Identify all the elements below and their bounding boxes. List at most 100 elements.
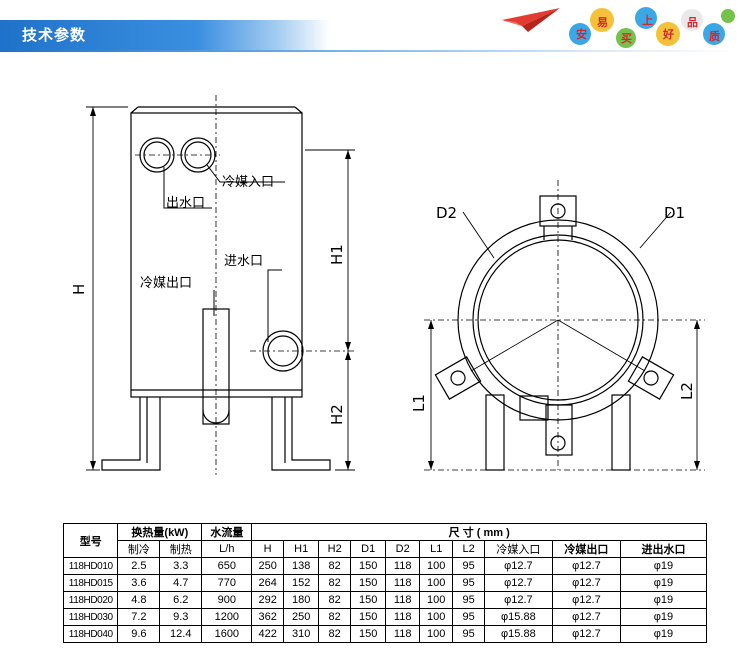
- table-cell: 95: [452, 625, 485, 643]
- left-bracket: [434, 356, 482, 400]
- table-cell: φ19: [619, 608, 708, 626]
- brand-char: 上: [642, 14, 653, 27]
- brand-logo: 安 易 买 上 好 品 质: [560, 4, 736, 50]
- col-header-model: 型号: [62, 523, 119, 558]
- table-cell: 770: [201, 574, 253, 592]
- subheader-cell: 冷媒出口: [551, 540, 621, 558]
- table-cell: 9.3: [159, 608, 203, 626]
- brand-char: 安: [576, 28, 587, 41]
- model-cell: 118HD015: [62, 574, 119, 592]
- table-cell: 12.4: [159, 625, 203, 643]
- table-cell: 362: [251, 608, 284, 626]
- table-cell: φ12.7: [551, 608, 621, 626]
- table-cell: 95: [452, 574, 485, 592]
- right-bracket: [627, 356, 675, 400]
- table-cell: φ19: [619, 591, 708, 609]
- table-cell: 7.2: [117, 608, 161, 626]
- table-cell: 9.6: [117, 625, 161, 643]
- subheader-cell: 冷媒入口: [483, 540, 553, 558]
- dim-h2: H2: [328, 404, 346, 425]
- table-cell: 95: [452, 591, 485, 609]
- model-cell: 118HD030: [62, 608, 119, 626]
- page-header: 技术参数 安 易 买 上 好 品 质: [0, 0, 740, 54]
- table-cell: 4.8: [117, 591, 161, 609]
- table-cell: 3.6: [117, 574, 161, 592]
- table-cell: 1200: [201, 608, 253, 626]
- table-subheader-row: 制冷 制热 L/h H H1 H2 D1 D2 L1 L2 冷媒入口 冷媒出口 …: [64, 540, 708, 558]
- dim-h: H: [70, 284, 88, 295]
- table-cell: φ19: [619, 625, 708, 643]
- subheader-cell: L/h: [201, 540, 253, 558]
- table-cell: φ12.7: [551, 591, 621, 609]
- water-outlet-label: 出水口: [166, 196, 205, 211]
- table-cell: 100: [418, 591, 454, 609]
- subheader-cell: L2: [452, 540, 485, 558]
- subheader-cell: L1: [418, 540, 454, 558]
- table-cell: 4.7: [159, 574, 203, 592]
- table-cell: 1600: [201, 625, 253, 643]
- table-cell: 250: [251, 557, 284, 575]
- brand-char: 买: [621, 32, 632, 45]
- table-cell: 6.2: [159, 591, 203, 609]
- table-cell: φ12.7: [483, 574, 553, 592]
- table-cell: 650: [201, 557, 253, 575]
- col-header-flow: 水流量: [201, 523, 253, 541]
- table-cell: 152: [282, 574, 320, 592]
- subheader-cell: 制热: [159, 540, 203, 558]
- table-cell: 82: [318, 591, 351, 609]
- table-cell: φ19: [619, 574, 708, 592]
- page-title: 技术参数: [22, 26, 87, 44]
- dim-d1: D1: [664, 204, 685, 222]
- paper-plane-icon: [502, 8, 560, 32]
- water-inlet-label: 进水口: [224, 254, 263, 269]
- table-cell: φ12.7: [483, 557, 553, 575]
- header-divider: [0, 50, 740, 52]
- refrigerant-inlet-label: 冷媒入口: [222, 175, 274, 190]
- subheader-cell: D1: [349, 540, 387, 558]
- top-bracket: [539, 195, 577, 227]
- table-cell: 3.3: [159, 557, 203, 575]
- brand-char: 品: [687, 16, 698, 29]
- table-cell: 100: [418, 608, 454, 626]
- table-cell: 150: [349, 574, 387, 592]
- brand-bubbles: [569, 7, 735, 48]
- model-cell: 118HD010: [62, 557, 119, 575]
- table-cell: 310: [282, 625, 320, 643]
- table-cell: 82: [318, 625, 351, 643]
- table-cell: 100: [418, 625, 454, 643]
- dim-l1: L1: [410, 394, 428, 412]
- table-cell: 82: [318, 557, 351, 575]
- col-header-size: 尺 寸 ( mm ): [251, 523, 707, 541]
- table-cell: 2.5: [117, 557, 161, 575]
- subheader-cell: 制冷: [117, 540, 161, 558]
- table-cell: 150: [349, 625, 387, 643]
- table-cell: 118: [385, 625, 420, 643]
- subheader-cell: H: [251, 540, 284, 558]
- table-cell: 422: [251, 625, 284, 643]
- table-cell: 95: [452, 557, 485, 575]
- table-cell: 100: [418, 574, 454, 592]
- header-bar: [0, 20, 330, 50]
- table-cell: 150: [349, 591, 387, 609]
- drawing-canvas: 出水口 冷媒入口 进水口 冷媒出口 H H1 H2 D2 D1 L1 L2: [70, 95, 705, 475]
- brand-char: 好: [663, 28, 674, 41]
- table-cell: 82: [318, 608, 351, 626]
- model-cell: 118HD020: [62, 591, 119, 609]
- table-cell: 118: [385, 574, 420, 592]
- table-cell: 118: [385, 608, 420, 626]
- subheader-cell: H1: [282, 540, 320, 558]
- table-cell: 150: [349, 608, 387, 626]
- table-cell: 250: [282, 608, 320, 626]
- table-cell: φ12.7: [483, 591, 553, 609]
- table-cell: φ19: [619, 557, 708, 575]
- dim-d2: D2: [436, 204, 457, 222]
- spec-table: 型号 换热量(kW) 水流量 尺 寸 ( mm ) 制冷 制热 L/h H H1…: [62, 523, 708, 643]
- table-cell: 292: [251, 591, 284, 609]
- refrigerant-outlet-label: 冷媒出口: [140, 276, 192, 291]
- table-cell: 264: [251, 574, 284, 592]
